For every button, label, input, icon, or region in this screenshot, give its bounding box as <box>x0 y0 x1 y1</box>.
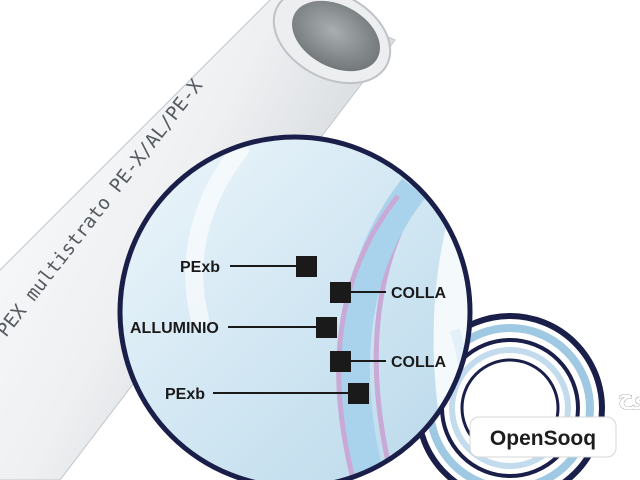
callout-pexb-inner: PExb <box>165 383 369 404</box>
callout-colla-inner: COLLA <box>330 351 447 372</box>
marker-pexb-outer <box>296 256 317 277</box>
label-colla-outer: COLLA <box>391 285 447 302</box>
label-pexb-outer: PExb <box>180 259 220 276</box>
watermark-arabic-text: السوق المفتوح <box>618 385 640 410</box>
label-colla-inner: COLLA <box>391 354 447 371</box>
label-pexb-inner: PExb <box>165 386 205 403</box>
watermark-brand-box <box>469 416 617 458</box>
opensooq-watermark: السوق المفتوح OpenSooq <box>469 385 640 458</box>
watermark-brand-text: OpenSooq <box>490 427 596 450</box>
marker-colla-inner <box>330 351 351 372</box>
callout-colla-outer: COLLA <box>330 282 447 303</box>
label-alluminio: ALLUMINIO <box>130 320 219 337</box>
marker-pexb-inner <box>348 383 369 404</box>
marker-alluminio <box>316 317 337 338</box>
zoom-circle <box>117 134 473 480</box>
callout-alluminio: ALLUMINIO <box>130 317 337 338</box>
callout-pexb-outer: PExb <box>180 256 317 277</box>
marker-colla-outer <box>330 282 351 303</box>
